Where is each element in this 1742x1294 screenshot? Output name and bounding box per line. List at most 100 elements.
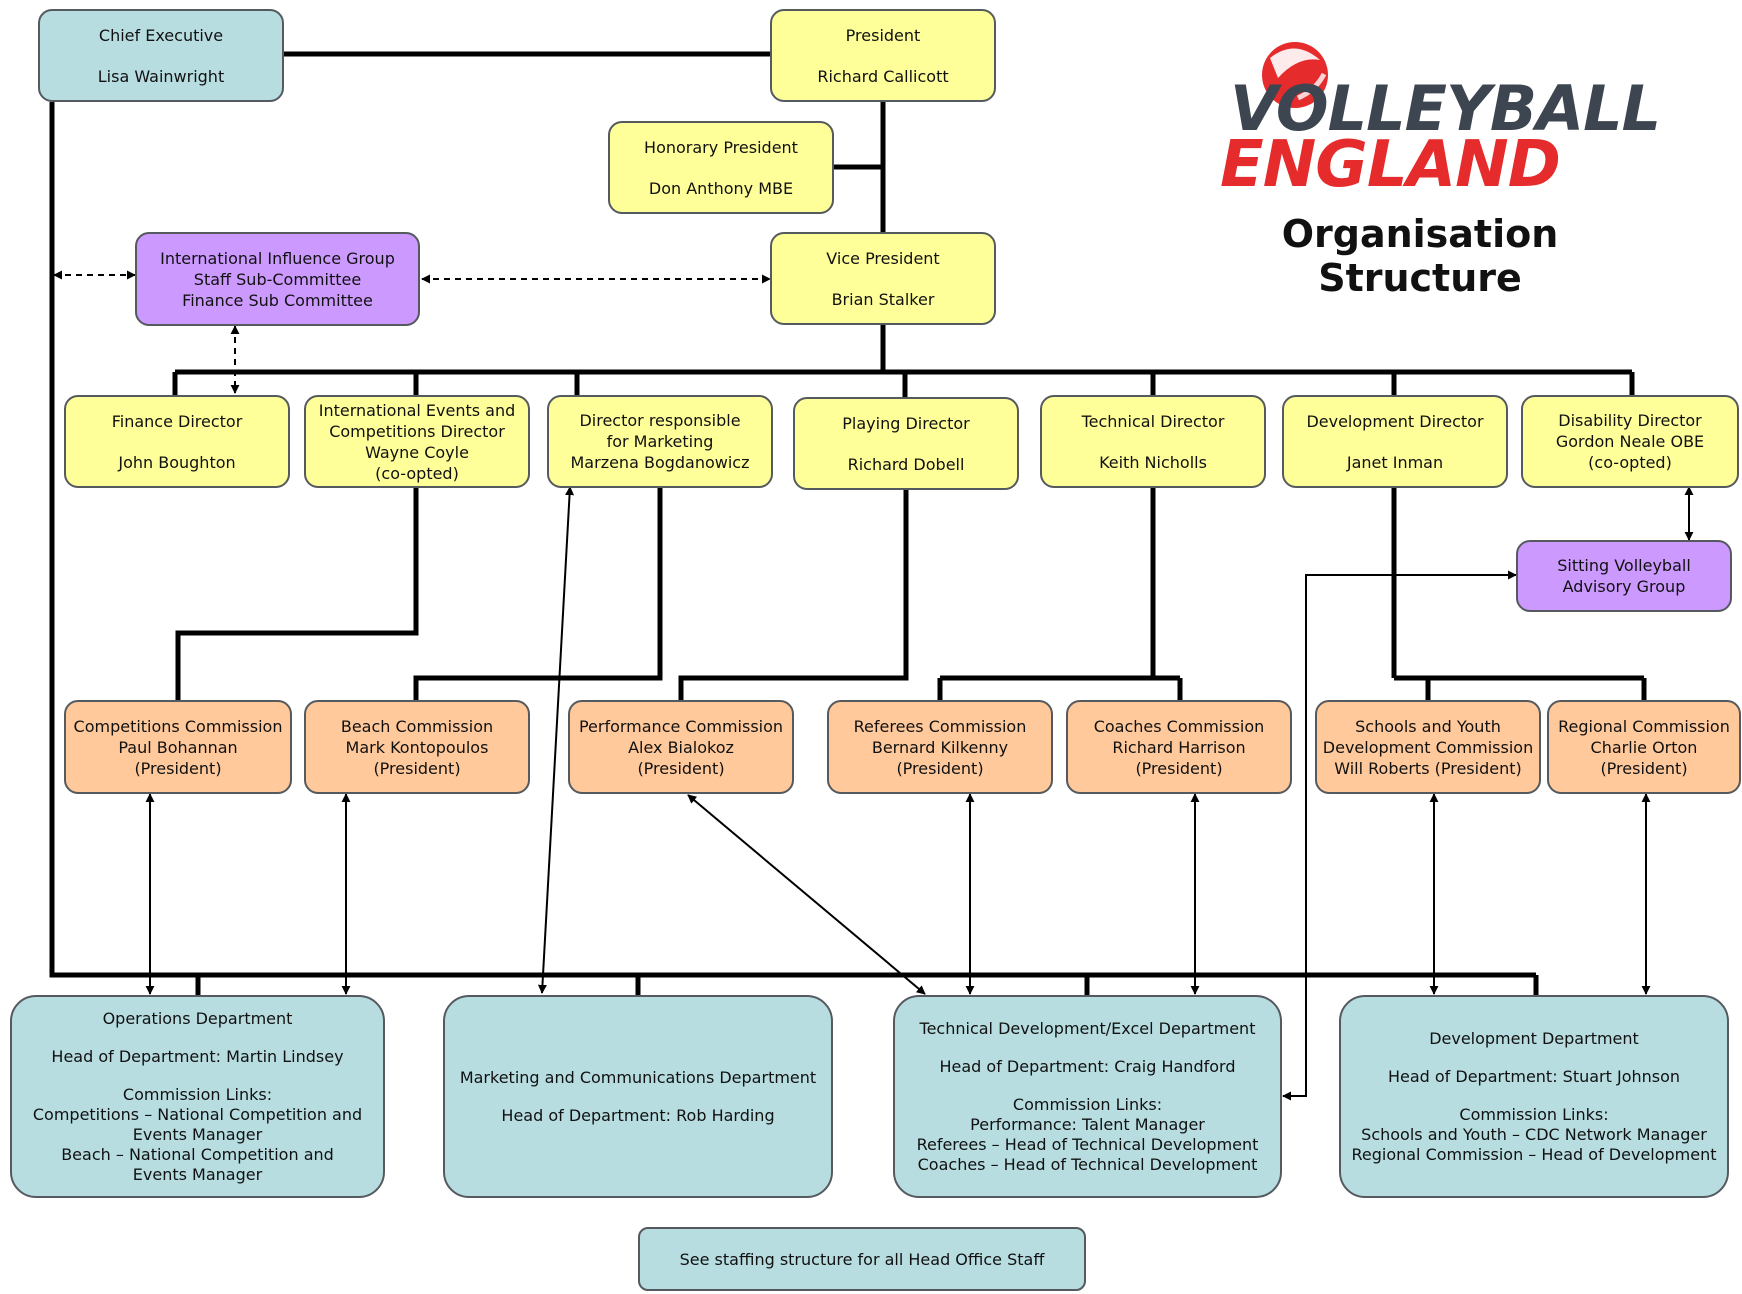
node-text-line: Events Manager [132,1164,263,1184]
line-intl-to-competitions [175,488,419,700]
node-text-line: Regional Commission [1558,716,1730,736]
node-text-line: Honorary President [644,137,798,157]
node-text-line: Advisory Group [1562,577,1686,596]
node-text-line: Beach – National Competition and [61,1144,334,1164]
line-ceo-to-departments [49,102,1536,978]
node-text-line: Head of Department: Craig Handford [939,1056,1236,1076]
node-text-line: Chief Executive [98,25,224,45]
node-text-line: (President) [134,758,222,778]
node-text-line: Competitions Director [329,421,505,441]
node-text-line: Lisa Wainwright [97,66,225,86]
node-text-line: Coaches – Head of Technical Development [917,1154,1258,1174]
node-text-line: (co-opted) [1588,453,1672,472]
node-text-line: (President) [896,758,984,778]
node-text-line: Development Department [1429,1028,1639,1048]
node-text-line: Head of Department: Rob Harding [501,1105,775,1125]
node-text-line: Paul Bohannan [118,737,238,757]
node-text-line: Richard Callicott [817,66,949,86]
node-text-line: Staff Sub-Committee [193,269,362,289]
page-title: Organisation Structure [1281,212,1559,300]
line-playing-to-performance [678,489,909,700]
node-text-line: Marzena Bogdanowicz [570,453,750,472]
node-text-line: Schools and Youth – CDC Network Manager [1361,1124,1707,1144]
node-text-line: (President) [637,758,725,778]
node-text-line: Head of Department: Stuart Johnson [1387,1066,1681,1086]
node-text-line: Marketing and Communications Department [459,1067,817,1087]
node-text-line: (President) [1600,758,1688,778]
node-text-line: Brian Stalker [831,289,935,309]
volleyball-icon [1262,42,1328,108]
node-text-line: Wayne Coyle [365,442,469,462]
node-text-line: Technical Development/Excel Department [919,1018,1256,1038]
node-text-line: Bernard Kilkenny [871,737,1009,757]
node-text-line: (President) [1135,758,1223,778]
node-text-line: Operations Department [102,1008,293,1028]
node-text-line: Coaches Commission [1093,716,1265,736]
node-text-line: Events Manager [132,1124,263,1144]
node-text-line: Regional Commission – Head of Developmen… [1351,1144,1717,1164]
node-text-line: Performance: Talent Manager [970,1114,1205,1134]
link-performance-tech [687,794,926,995]
node-text-line: See staffing structure for all Head Offi… [679,1249,1045,1269]
node-text-line: John Boughton [118,452,236,472]
node-text-line: Director responsible [579,411,741,430]
node-text-line: Playing Director [842,413,970,433]
node-text-line: Finance Director [111,411,243,431]
node-text-line: Referees – Head of Technical Development [916,1134,1259,1154]
node-text-line: Beach Commission [340,716,494,736]
node-text-line: Disability Director [1558,411,1702,430]
node-text-line: Competitions Commission [73,716,283,736]
volleyball-england-logo: VOLLEYBALL ENGLAND [1190,30,1661,210]
node-text-line: Vice President [826,248,940,268]
node-text-line: Richard Harrison [1112,737,1246,757]
logo-word-england: ENGLAND [1220,128,1561,202]
node-text-line: Technical Director [1081,411,1225,431]
node-text-line: President [845,25,921,45]
node-text-line: Development Director [1306,411,1484,431]
node-text-line: Referees Commission [853,716,1027,736]
node-text-line: Commission Links: [122,1084,273,1104]
node-text-line: Janet Inman [1346,452,1444,472]
node-text-line: Commission Links: [1459,1104,1609,1124]
node-text-line: Charlie Orton [1590,737,1698,757]
node-text-line: Keith Nicholls [1099,452,1207,472]
node-text-line: Performance Commission [578,716,784,736]
node-text-line: Finance Sub Committee [182,290,373,310]
node-text-line: Richard Dobell [847,454,965,474]
node-text-line: (co-opted) [375,463,459,483]
node-text-line: International Influence Group [160,248,395,268]
node-text-line: Schools and Youth [1355,716,1501,736]
node-text-line: for Marketing [606,432,714,451]
node-text-line: Alex Bialokoz [628,737,734,757]
node-text-line: (President) [373,758,461,778]
link-marketing-dir-dept [537,486,575,994]
node-text-line: Competitions – National Competition and [32,1104,363,1124]
node-text-line: Will Roberts (President) [1334,758,1522,778]
node-text-line: Mark Kontopoulos [345,737,489,757]
link-sitting-tech [1282,570,1517,1101]
node-text-line: Head of Department: Martin Lindsey [51,1046,344,1066]
node-text-line: Development Commission [1322,737,1534,757]
